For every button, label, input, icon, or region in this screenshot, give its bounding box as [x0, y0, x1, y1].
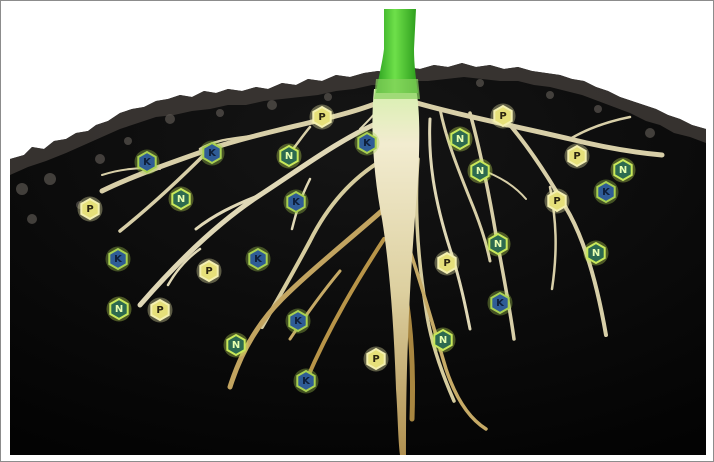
nutrient-symbol: K	[496, 298, 505, 309]
nutrient-symbol: K	[143, 157, 152, 168]
nutrient-phosphorus: P	[148, 298, 173, 323]
nutrient-phosphorus: P	[491, 104, 516, 129]
nutrient-symbol: K	[602, 187, 611, 198]
nutrient-nitrogen: N	[169, 187, 194, 212]
nutrient-potassium: K	[594, 180, 619, 205]
nutrient-potassium: K	[246, 247, 271, 272]
nutrient-phosphorus: P	[197, 259, 222, 284]
nutrient-symbol: K	[294, 316, 303, 327]
nutrient-nitrogen: N	[584, 241, 609, 266]
nutrient-potassium: K	[355, 131, 380, 156]
nutrient-symbol: K	[208, 148, 217, 159]
nutrient-symbol: N	[115, 304, 123, 315]
nutrient-symbol: N	[619, 165, 627, 176]
nutrient-phosphorus: P	[364, 347, 389, 372]
nutrient-nitrogen: N	[486, 232, 511, 257]
nutrient-nitrogen: N	[468, 159, 493, 184]
nutrient-symbol: P	[553, 196, 560, 207]
nutrient-symbol: N	[592, 248, 600, 259]
nutrient-symbol: N	[439, 335, 447, 346]
nutrient-symbol: P	[372, 354, 379, 365]
nutrient-symbol: P	[499, 111, 506, 122]
nutrient-symbol: P	[443, 258, 450, 269]
nutrient-symbol: N	[177, 194, 185, 205]
nutrient-potassium: K	[106, 247, 131, 272]
nutrient-potassium: K	[294, 369, 319, 394]
nutrient-symbol: P	[573, 151, 580, 162]
nutrient-nitrogen: N	[107, 297, 132, 322]
nutrient-symbol: N	[456, 134, 464, 145]
nutrient-symbol: K	[363, 138, 372, 149]
nutrient-nitrogen: N	[448, 127, 473, 152]
nutrient-nitrogen: N	[611, 158, 636, 183]
nutrient-phosphorus: P	[545, 189, 570, 214]
nutrient-nitrogen: N	[224, 333, 249, 358]
nutrient-nitrogen: N	[431, 328, 456, 353]
nutrient-symbol: P	[205, 266, 212, 277]
nutrient-symbol: P	[86, 204, 93, 215]
nutrient-phosphorus: P	[310, 105, 335, 130]
nutrient-potassium: K	[200, 141, 225, 166]
nutrient-symbol: N	[285, 151, 293, 162]
nutrient-symbol: K	[254, 254, 263, 265]
nutrient-potassium: K	[488, 291, 513, 316]
nutrient-symbol: K	[114, 254, 123, 265]
nutrient-symbol: N	[232, 340, 240, 351]
nutrient-phosphorus: P	[78, 197, 103, 222]
nutrient-symbol: K	[302, 376, 311, 387]
nutrient-symbol: P	[156, 305, 163, 316]
nutrient-symbol: N	[476, 166, 484, 177]
stem-collar	[374, 79, 420, 99]
nutrient-potassium: K	[284, 190, 309, 215]
nutrient-phosphorus: P	[565, 144, 590, 169]
nutrient-potassium: K	[286, 309, 311, 334]
nutrient-symbol: K	[292, 197, 301, 208]
nutrient-symbol: N	[494, 239, 502, 250]
nutrient-phosphorus: P	[435, 251, 460, 276]
nutrient-nitrogen: N	[277, 144, 302, 169]
nutrient-potassium: K	[135, 150, 160, 175]
nutrient-symbol: P	[318, 112, 325, 123]
